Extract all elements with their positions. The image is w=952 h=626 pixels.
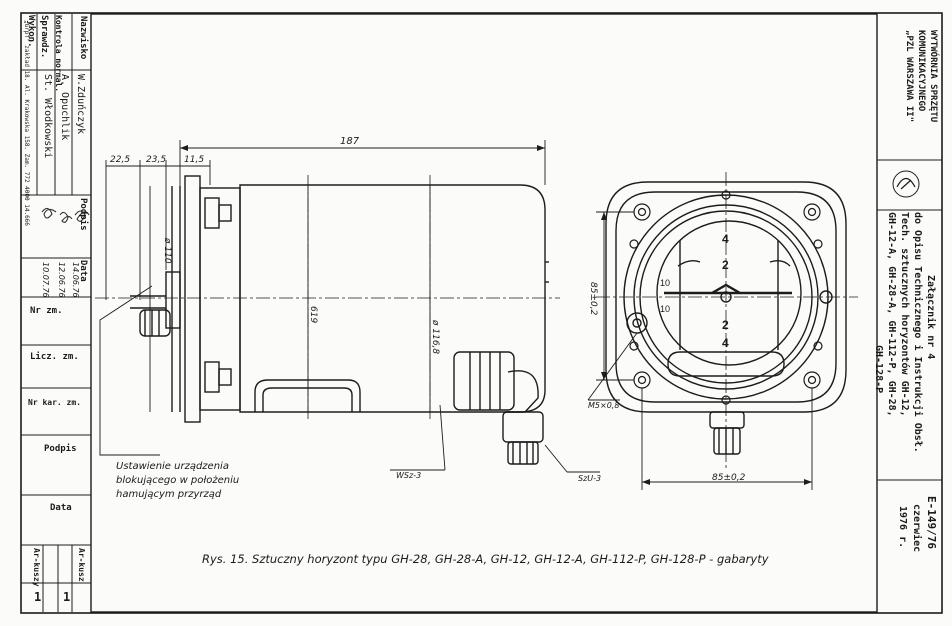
label-arkusz: Ar-kusz: [77, 548, 86, 582]
scale-top-4: 4: [722, 232, 729, 246]
dim-front-width: 85±0,2: [712, 473, 746, 483]
date-kontrola: 10.07.76: [41, 262, 50, 298]
right-title-block-grid: [877, 159, 942, 481]
doc-year: 1976 r.: [897, 506, 908, 549]
company-line-1: WYTWÓRNIA SPRZĘTU: [928, 30, 938, 123]
date-wykon: 14.06.76: [71, 262, 80, 298]
dim-total-length: 187: [340, 136, 360, 147]
label-sprawdz: Sprawdz.: [39, 15, 49, 59]
signatures: [41, 207, 90, 223]
title-line-2: do Opisu Technicznego i Instrukcji Obsł.: [912, 212, 923, 453]
title-line-3: Tech. sztucznych horyzontów GH-12,: [899, 212, 910, 417]
label-nazwisko: Nazwisko: [78, 16, 88, 60]
name-kontrola: St. Włodkowski: [42, 74, 53, 159]
company-logo: [892, 170, 920, 198]
front-view-dimensions: [390, 211, 813, 490]
company-line-2: KOMUNIKACYJNEGO: [916, 30, 926, 112]
company-line-3: „PZL WARSZAWA II": [904, 30, 914, 123]
sheet-count: 1: [34, 590, 42, 604]
label-podpis-rev: Podpis: [44, 444, 77, 454]
drawing-frame: [90, 13, 878, 613]
scale-left-10: 10: [660, 278, 671, 288]
annotation-line-3: hamującym przyrząd: [116, 489, 222, 500]
label-licz-zm: Licz. zm.: [30, 352, 79, 362]
title-line-4: GH-12-A, GH-28-A, GH-112-P, GH-28,: [886, 212, 897, 417]
dim-d2: 23,5: [146, 155, 167, 165]
scale-left-10b: 10: [660, 304, 671, 314]
annotation-line-2: blokującego w położeniu: [116, 475, 240, 486]
outer-frame: [20, 12, 943, 614]
label-arkuszy: Ar-kuszy: [32, 548, 41, 587]
left-title-block-grid: [21, 14, 91, 612]
annotation-line-1: Ustawienie urządzenia: [116, 461, 229, 472]
dim-d1: 22,5: [110, 155, 131, 165]
label-data-rev: Data: [50, 503, 72, 513]
dimension-arrows: [180, 145, 812, 485]
scale-bottom-4: 4: [722, 336, 729, 350]
name-sprawdz: A. Opuchlik: [59, 74, 70, 141]
side-view-dimensions: [99, 140, 546, 456]
doc-number: E-149/76: [925, 496, 938, 549]
dim-d3: 11,5: [184, 155, 205, 165]
label-podpis: Podpis: [78, 198, 88, 231]
printer-imprint: „Grpf" zakład 18. Al. Krakowska 158. Zam…: [23, 20, 30, 226]
figure-caption: Rys. 15. Sztuczny horyzont typu GH-28, G…: [202, 552, 769, 566]
doc-month: czerwiec: [911, 504, 922, 553]
sheet-number: 1: [63, 590, 71, 604]
label-connector-left: WSz-3: [396, 471, 422, 480]
name-wykon: W.Zduńczyk: [75, 74, 86, 135]
side-view-outline: [130, 175, 549, 465]
title-line-5: GH-128-P: [873, 345, 884, 394]
date-sprawdz: 12.06.76: [57, 262, 66, 298]
scale-top-2: 2: [722, 258, 729, 272]
dim-front-height: 85±0,2: [588, 282, 598, 316]
horizon-symbol: [664, 283, 792, 295]
label-connector-right: SzU-3: [578, 474, 602, 483]
label-nr-zm: Nr zm.: [30, 306, 63, 316]
title-line-1: Załącznik nr 4: [925, 275, 936, 360]
label-nr-kar-zm: Nr kar. zm.: [28, 398, 81, 407]
dim-hole-thread: M5×0,8: [588, 401, 620, 410]
front-view-centerlines: [596, 172, 858, 470]
dim-body-diameter: ø 116,8: [430, 320, 440, 355]
dim-619: 619: [308, 306, 318, 324]
scale-bottom-2: 2: [722, 318, 729, 332]
dim-front-diameter: ø 110: [162, 238, 172, 264]
